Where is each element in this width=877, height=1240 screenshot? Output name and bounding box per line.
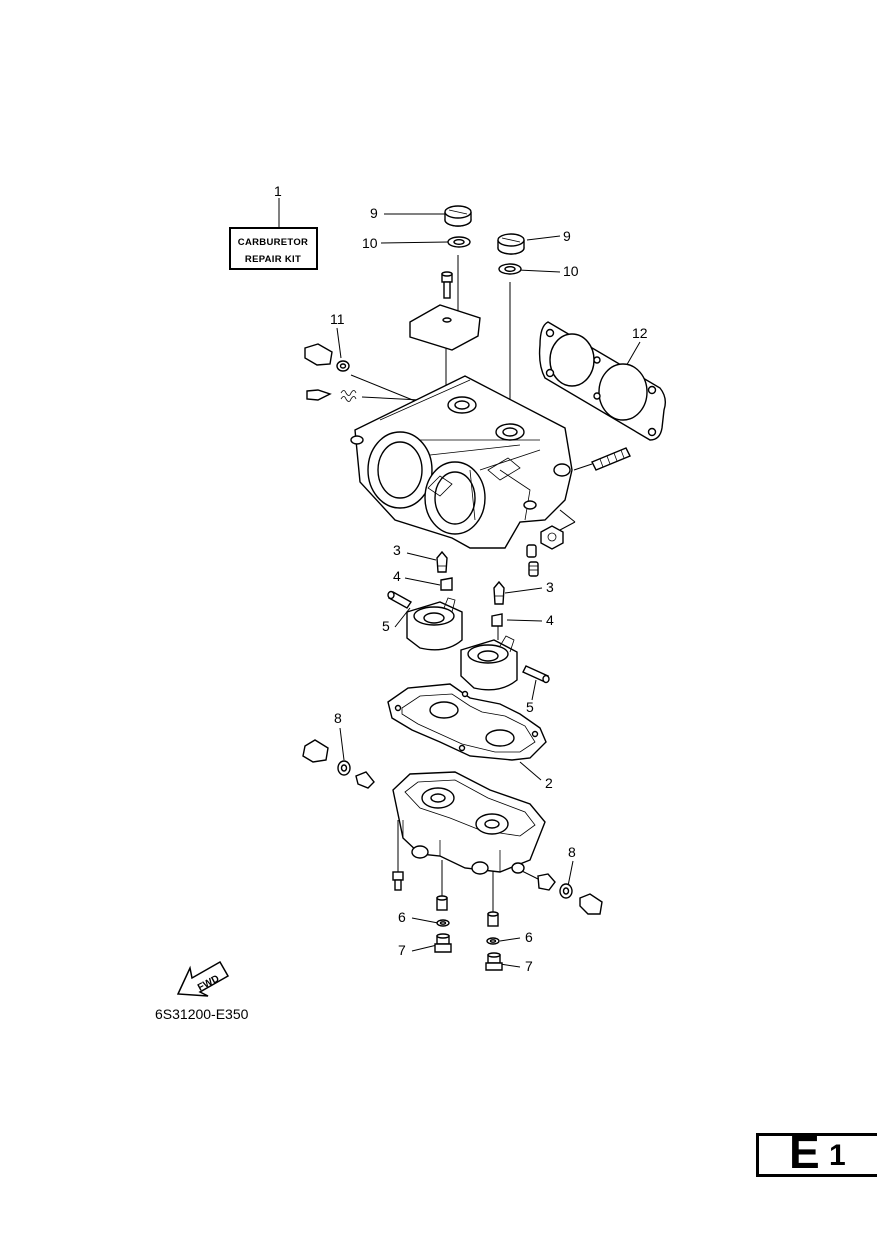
gasket-part12	[538, 321, 667, 441]
callout-9-left: 9	[370, 205, 378, 221]
callout-5-left: 5	[382, 618, 390, 634]
plug-part11	[304, 343, 350, 372]
float-pin-part5-left	[387, 590, 413, 609]
screw-cap-part9-right	[497, 233, 525, 255]
callout-10-right: 10	[563, 263, 579, 279]
chamber-bolt-left	[392, 871, 404, 891]
callout-11: 11	[330, 311, 345, 327]
callout-6-left: 6	[398, 909, 406, 925]
screw-cap-part9-left	[444, 205, 472, 227]
float-chamber	[392, 771, 546, 875]
reference-code: 6S31200-E350	[155, 1006, 249, 1022]
washer-part10-left	[447, 236, 471, 248]
callout-3-right: 3	[546, 579, 554, 595]
callout-12: 12	[632, 325, 648, 341]
carburetor-body	[350, 375, 573, 549]
main-jet-left	[436, 895, 448, 911]
stud-bolt	[591, 447, 631, 471]
callout-5-right: 5	[526, 699, 534, 715]
float-right	[460, 635, 518, 691]
plug-part8-left	[302, 739, 329, 763]
washer-part10-right	[498, 263, 522, 275]
washer-part6-right	[486, 937, 500, 945]
callout-4-left: 4	[393, 568, 401, 584]
callout-7-left: 7	[398, 942, 406, 958]
main-jet-right	[487, 911, 499, 927]
plug-part8-right	[579, 893, 603, 915]
fwd-arrow-icon: FWD	[176, 960, 230, 997]
kit-label-line2: REPAIR KIT	[245, 254, 301, 265]
section-badge: E 1	[756, 1129, 877, 1177]
kit-label-line1: CARBURETOR	[238, 237, 308, 248]
needle-valve-part3-right	[493, 580, 505, 605]
callout-3-left: 3	[393, 542, 401, 558]
float-pin-part5-right	[522, 665, 550, 684]
callout-4-right: 4	[546, 612, 554, 628]
drain-plug-part7-left	[434, 933, 452, 953]
gasket-part2	[387, 683, 547, 761]
callout-9-right: 9	[563, 228, 571, 244]
callout-1: 1	[274, 183, 282, 199]
washer-part6-left	[436, 919, 450, 927]
callout-6-right: 6	[525, 929, 533, 945]
pilot-screw-and-spring	[306, 389, 357, 402]
callout-10-left: 10	[362, 235, 378, 251]
callout-7-right: 7	[525, 958, 533, 974]
float-left	[406, 597, 463, 651]
top-cover-screw	[441, 271, 453, 299]
section-number: 1	[829, 1139, 846, 1172]
screw-left-chamber	[355, 771, 375, 789]
side-nut	[540, 525, 564, 550]
clip-part4-right	[491, 613, 503, 627]
drain-plug-part7-right	[485, 952, 503, 971]
clip-part4-left	[440, 577, 453, 591]
washer-part8-right	[559, 883, 573, 899]
section-letter: E	[789, 1126, 820, 1178]
washer-part8-left	[337, 760, 351, 776]
needle-valve-part3-left	[436, 550, 448, 573]
top-cover-plate	[409, 304, 481, 351]
chamber-screw-right	[537, 873, 556, 891]
callout-8-right: 8	[568, 844, 576, 860]
callout-8-left: 8	[334, 710, 342, 726]
callout-2: 2	[545, 775, 553, 791]
repair-kit-label-box: CARBURETOR REPAIR KIT	[229, 198, 318, 270]
small-spring	[526, 544, 539, 577]
